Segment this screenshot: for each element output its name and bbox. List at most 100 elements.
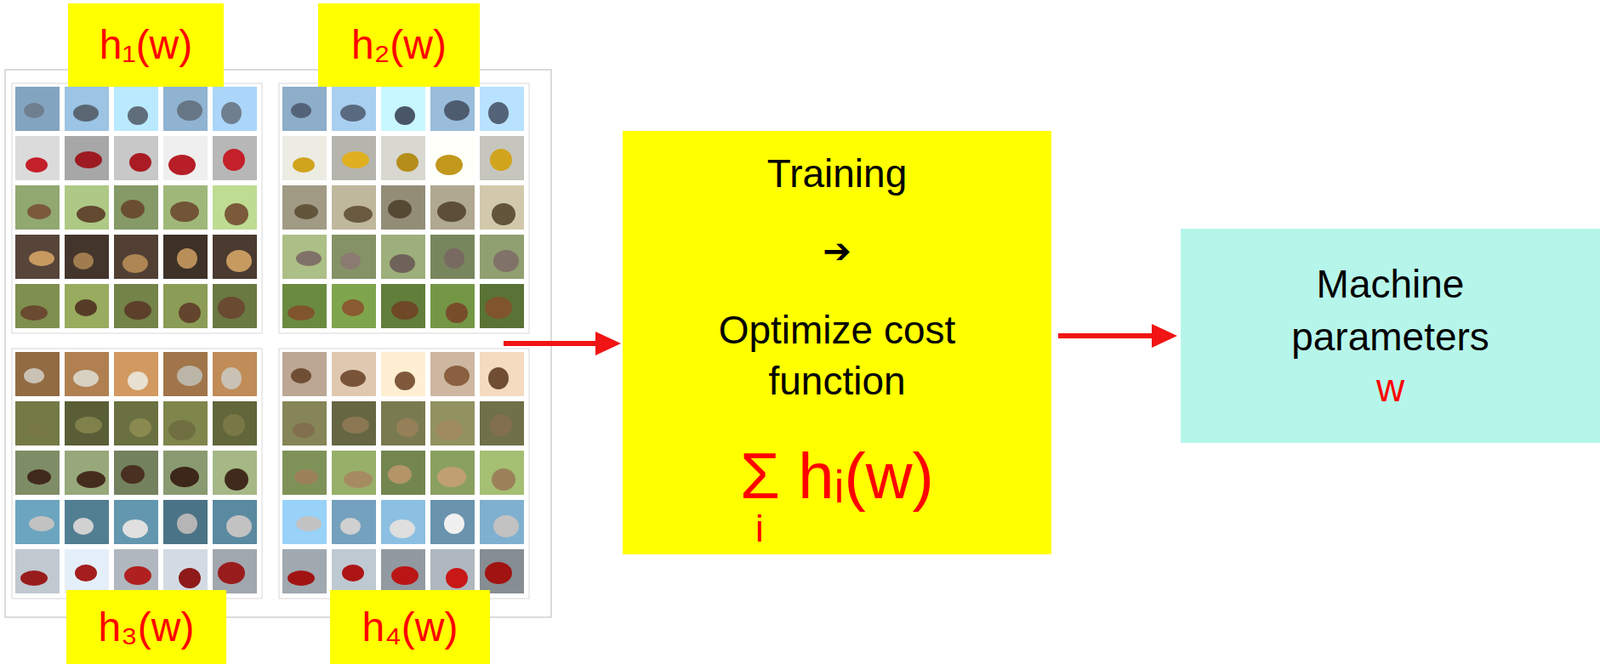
thumbnail-ground <box>113 284 159 329</box>
image-thumbnail <box>430 284 475 329</box>
thumbnail-object <box>437 201 467 223</box>
image-thumbnail <box>64 136 109 181</box>
thumbnail-object <box>176 513 198 535</box>
image-thumbnail <box>64 549 109 594</box>
image-thumbnail <box>212 549 257 594</box>
thumbnail-object <box>20 570 48 587</box>
thumbnail-object <box>120 465 145 484</box>
thumbnail-ground <box>479 500 524 545</box>
image-thumbnail <box>64 234 109 280</box>
thumbnail-ground <box>212 234 257 280</box>
image-thumbnail <box>331 185 376 230</box>
thumbnail-object <box>222 414 245 437</box>
thumbnail-object <box>343 205 373 223</box>
image-thumbnail <box>64 352 109 397</box>
image-thumbnail <box>64 401 109 446</box>
thumbnail-ground <box>479 352 524 397</box>
image-thumbnail <box>381 450 426 496</box>
image-thumbnail <box>212 86 257 131</box>
thumbnail-object <box>296 516 322 532</box>
output-title: Machine parameters <box>1250 257 1532 364</box>
thumbnail-ground <box>15 86 60 131</box>
thumbnail-ground <box>64 185 109 230</box>
image-thumbnail <box>212 185 257 230</box>
thumbnail-object <box>493 515 519 538</box>
image-thumbnail <box>479 136 524 181</box>
thumbnail-ground <box>113 401 159 446</box>
thumbnail-ground <box>64 136 109 181</box>
thumbnail-ground <box>163 86 208 131</box>
thumbnail-ground <box>282 549 327 594</box>
thumbnail-ground <box>64 500 109 545</box>
thumbnail-ground <box>113 352 159 397</box>
thumbnail-object <box>73 252 94 270</box>
thumbnail-object <box>444 248 465 269</box>
thumbnail-ground <box>15 352 60 397</box>
dataset-panel <box>5 69 552 618</box>
thumbnail-object <box>74 564 97 582</box>
thumbnail-ground <box>282 185 327 230</box>
image-thumbnail <box>15 284 60 329</box>
image-thumbnail <box>113 185 159 230</box>
thumbnail-ground <box>282 86 327 131</box>
thumbnail-ground <box>163 185 208 230</box>
image-thumbnail <box>282 352 327 397</box>
thumbnail-object <box>120 199 145 219</box>
image-thumbnail <box>282 185 327 230</box>
loss-label: h₁(w) <box>99 21 194 69</box>
image-thumbnail <box>381 86 426 131</box>
thumbnail-object <box>445 302 468 324</box>
image-thumbnail <box>113 136 159 181</box>
flow-arrow <box>1058 333 1152 339</box>
thumbnail-ground <box>430 500 475 545</box>
image-thumbnail <box>381 136 426 181</box>
grid-frame <box>11 348 262 599</box>
thumbnail-object <box>217 296 245 319</box>
thumbnail-ground <box>331 185 376 230</box>
image-thumbnail <box>212 401 257 446</box>
image-thumbnail <box>381 234 426 280</box>
image-thumbnail <box>15 549 60 594</box>
thumbnail-ground <box>15 401 60 446</box>
step-text: Optimize cost function <box>658 305 1016 408</box>
loss-label-box: h₂(w) <box>318 3 480 87</box>
thumbnail-ground <box>331 86 376 131</box>
image-thumbnail <box>163 450 208 496</box>
loss-label-box: h₁(w) <box>68 3 224 87</box>
thumbnail-ground <box>64 86 109 131</box>
thumbnail-object <box>488 367 509 390</box>
loss-label: h₄(w) <box>362 603 459 651</box>
thumbnail-object <box>489 148 513 171</box>
thumbnail-object <box>74 416 103 434</box>
thumbnail-object <box>124 301 152 320</box>
thumbnail-ground <box>331 352 376 397</box>
thumbnail-object <box>341 416 370 434</box>
thumbnail-ground <box>479 234 524 280</box>
thumbnail-ground <box>282 500 327 545</box>
thumbnail-ground <box>212 450 257 496</box>
image-thumbnail <box>381 549 426 594</box>
thumbnail-object <box>224 203 249 226</box>
thumbnail-ground <box>15 185 60 230</box>
process-box: Training➔Optimize cost functionΣ hᵢ(w)i <box>622 130 1052 555</box>
image-thumbnail <box>15 234 60 280</box>
thumbnail-ground <box>163 450 208 496</box>
thumbnail-ground <box>331 136 376 181</box>
sum-group: Σ hᵢ(w)i <box>740 442 934 548</box>
loss-label: h₃(w) <box>98 603 195 651</box>
image-thumbnail <box>163 86 208 131</box>
thumbnail-object <box>25 157 48 173</box>
thumbnail-ground <box>381 136 426 181</box>
thumbnail-ground <box>163 136 208 181</box>
image-thumbnail <box>331 234 376 280</box>
thumbnail-ground <box>163 500 208 545</box>
thumbnail-object <box>178 568 201 589</box>
image-thumbnail <box>212 450 257 496</box>
image-thumbnail <box>430 185 475 230</box>
thumbnail-ground <box>163 401 208 446</box>
thumbnail-ground <box>113 234 159 280</box>
thumbnail-object <box>20 305 48 321</box>
loss-label-box: h₄(w) <box>330 590 490 664</box>
thumbnail-object <box>484 296 513 319</box>
